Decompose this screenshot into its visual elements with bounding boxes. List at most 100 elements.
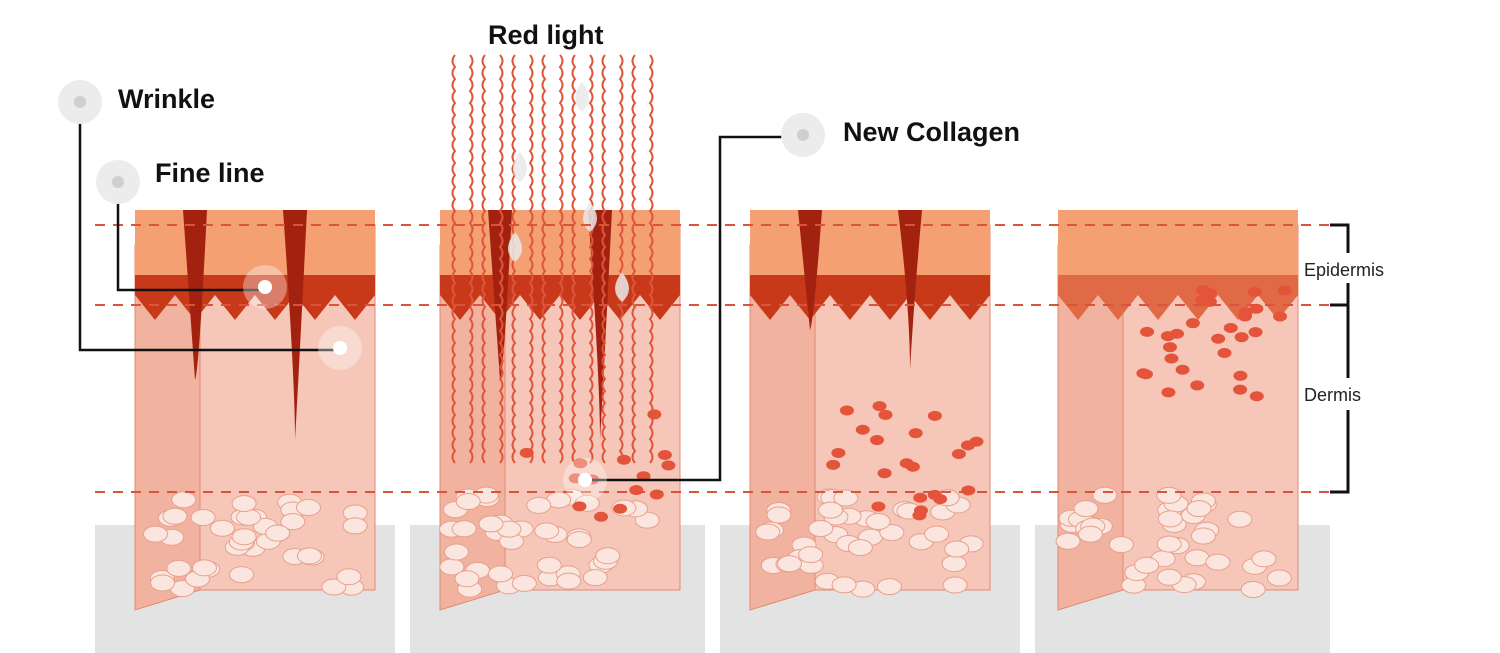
fat-cell: [454, 570, 480, 588]
fat-cell: [265, 524, 291, 542]
collagen-dot: [913, 492, 928, 503]
collagen-dot: [594, 511, 609, 522]
collagen-dot: [839, 405, 854, 416]
collagen-dot: [908, 428, 923, 439]
wrinkle-marker-dot: [74, 96, 86, 108]
epidermis-layer: [1058, 210, 1298, 275]
collagen-dot: [636, 471, 651, 482]
collagen-dot: [877, 468, 892, 479]
fat-cell: [1108, 536, 1134, 554]
collagen-dot: [870, 435, 885, 446]
collagen-dot: [613, 503, 628, 514]
fat-cell: [162, 507, 188, 525]
collagen-dot: [1185, 318, 1200, 329]
fat-cell: [229, 566, 255, 584]
red-light-title: Red light: [488, 20, 604, 50]
red-light-wave: [571, 54, 577, 464]
red-light-wave: [558, 54, 564, 464]
fat-cell: [231, 528, 257, 546]
red-light-wave: [468, 54, 474, 464]
fat-cell: [582, 569, 608, 587]
collagen-dot: [1169, 328, 1184, 339]
fat-cell: [818, 501, 844, 519]
wrinkle-groove: [798, 210, 822, 330]
fat-cell: [142, 525, 168, 543]
fat-cell: [1240, 581, 1266, 599]
collagen-dot: [1233, 370, 1248, 381]
collagen-dot: [961, 485, 976, 496]
collagen-dot: [661, 460, 676, 471]
fat-cell: [1156, 486, 1182, 504]
fat-cell: [1156, 568, 1182, 586]
fat-cell: [847, 539, 873, 557]
collagen-dot: [1247, 286, 1262, 297]
collagen-dot: [1273, 311, 1288, 322]
collagen-dot: [1234, 332, 1249, 343]
fat-cell: [295, 499, 321, 517]
wrinkle-label: Wrinkle: [118, 84, 216, 114]
collagen-dot: [927, 410, 942, 421]
collagen-dot: [1223, 322, 1238, 333]
collagen-dot: [951, 448, 966, 459]
fat-cell: [191, 559, 217, 577]
collagen-dot: [1217, 348, 1232, 359]
water-droplet-icon: [575, 82, 589, 112]
fat-cell: [321, 578, 347, 596]
new-collagen-marker-dot: [797, 129, 809, 141]
collagen-dot: [1248, 327, 1263, 338]
collagen-dot: [1164, 353, 1179, 364]
epidermis-label: Epidermis: [1304, 260, 1385, 280]
collagen-dot: [573, 458, 588, 469]
fat-cell: [1092, 486, 1118, 504]
fat-cell: [1156, 535, 1182, 553]
fat-cell: [798, 546, 824, 564]
fat-cell: [808, 520, 834, 538]
dermis-label: Dermis: [1304, 385, 1361, 405]
fat-cell: [443, 543, 469, 561]
fat-cell: [171, 491, 197, 509]
epidermis-layer: [440, 210, 680, 275]
collagen-dot: [1277, 285, 1292, 296]
fat-cell: [1227, 510, 1253, 528]
target-marker-dot: [333, 341, 347, 355]
fat-cell: [190, 508, 216, 526]
fat-cell: [865, 513, 891, 531]
fine-line-callout-line: [116, 195, 265, 292]
fat-cell: [556, 572, 582, 590]
collagen-dot: [1138, 369, 1153, 380]
fat-cell: [478, 515, 504, 533]
red-light-wave: [601, 54, 607, 464]
epidermis-layer: [750, 210, 990, 275]
collagen-dot: [572, 501, 587, 512]
collagen-dot: [899, 458, 914, 469]
skin-block-after-treatment: [1055, 210, 1299, 611]
fat-cell: [511, 574, 537, 592]
fat-cell: [166, 559, 192, 577]
fat-cell: [342, 517, 368, 535]
fat-cell: [1186, 500, 1212, 518]
collagen-dot: [629, 485, 644, 496]
dark-red-band: [1058, 275, 1298, 320]
fat-cell: [833, 489, 859, 507]
fat-cell: [944, 540, 970, 558]
red-light-wave: [588, 54, 594, 464]
fat-cell: [1134, 556, 1160, 574]
epidermis-layer: [135, 210, 375, 275]
fat-cell: [924, 525, 950, 543]
fat-cell: [595, 547, 621, 565]
collagen-dot: [826, 459, 841, 470]
skin-block-collagen-forming: [749, 210, 991, 611]
fat-cell: [766, 506, 792, 524]
fat-cell: [942, 576, 968, 594]
collagen-dot: [969, 436, 984, 447]
red-light-wave: [631, 54, 637, 464]
red-light-wave: [498, 54, 504, 464]
target-marker-dot: [578, 473, 592, 487]
collagen-dot: [1175, 364, 1190, 375]
collagen-dot: [1162, 342, 1177, 353]
fat-cell: [755, 523, 781, 541]
fat-cell: [1266, 569, 1292, 587]
fat-cell: [566, 531, 592, 549]
target-marker-dot: [258, 280, 272, 294]
